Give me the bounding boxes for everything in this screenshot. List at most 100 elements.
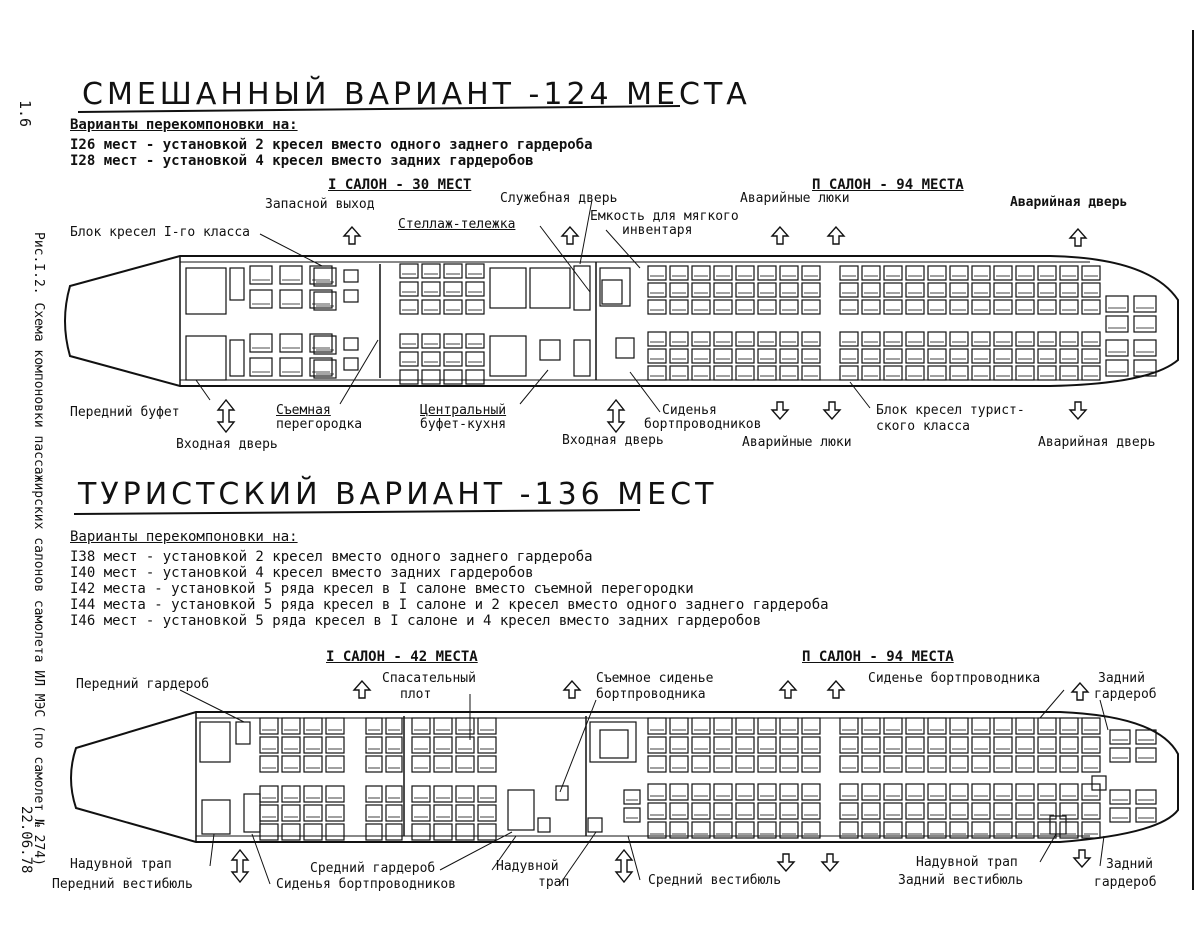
galley-box	[573, 265, 591, 311]
seat	[313, 335, 337, 355]
leader-line	[605, 229, 641, 269]
seat	[839, 717, 859, 735]
seat	[477, 804, 497, 822]
door-arrows	[216, 225, 1092, 884]
seat	[839, 802, 859, 820]
seat	[365, 804, 383, 822]
seat	[465, 369, 485, 385]
tourist-option-1: I38 мест - установкой 2 кресел вместо од…	[70, 549, 593, 565]
seat	[883, 802, 903, 820]
seat	[421, 281, 441, 297]
seat	[1015, 331, 1035, 347]
seat	[883, 265, 903, 281]
seat	[839, 755, 859, 773]
leader-line	[849, 381, 871, 409]
label-life-raft-2: плот	[400, 687, 432, 702]
label-emergency-door-bottom: Аварийная дверь	[1038, 435, 1156, 450]
seat	[757, 783, 777, 801]
seat	[713, 802, 733, 820]
seat	[669, 821, 689, 839]
label-soft-inventory-2: инвентаря	[622, 223, 693, 238]
seat	[259, 736, 279, 754]
seat	[465, 333, 485, 349]
label-removable-partition-1: Съемная	[276, 403, 331, 418]
seat	[779, 755, 799, 773]
soft-inventory-box	[599, 267, 631, 307]
seat	[927, 265, 947, 281]
seat	[669, 783, 689, 801]
seat	[259, 717, 279, 735]
seat	[949, 802, 969, 820]
seat	[779, 348, 799, 364]
seat	[1059, 783, 1079, 801]
seat	[905, 331, 925, 347]
label-front-wardrobe: Передний гардероб	[76, 677, 210, 692]
arrow-down-icon	[822, 401, 842, 421]
label-entry-door-1: Входная дверь	[176, 437, 278, 452]
galley-box	[343, 337, 359, 351]
seat	[927, 331, 947, 347]
tourist-option-5: I46 мест - установкой 5 ряда кресел в I …	[70, 613, 762, 629]
seat	[801, 299, 821, 315]
seat	[757, 348, 777, 364]
seat	[971, 282, 991, 298]
label-removable-seat-2: бортпроводника	[596, 687, 706, 702]
seat	[259, 755, 279, 773]
leader-line	[559, 831, 597, 885]
arrow-up-icon	[562, 679, 582, 699]
seat	[1135, 729, 1157, 745]
seat	[249, 357, 273, 377]
seat	[971, 802, 991, 820]
seat	[1037, 736, 1057, 754]
seat	[779, 265, 799, 281]
label-inflatable-ladder-2a: Надувной	[496, 859, 559, 874]
seat	[1081, 717, 1101, 735]
seat	[1037, 282, 1057, 298]
seat	[477, 736, 497, 754]
seat	[1081, 783, 1101, 801]
seat	[281, 785, 301, 803]
seat	[949, 783, 969, 801]
seat	[993, 299, 1013, 315]
seat	[1015, 282, 1035, 298]
seat	[313, 267, 337, 287]
seat	[713, 755, 733, 773]
seat	[1109, 807, 1131, 823]
seat	[1015, 265, 1035, 281]
leader-line	[195, 379, 211, 401]
seat	[1081, 821, 1101, 839]
seat	[691, 821, 711, 839]
seat	[647, 331, 667, 347]
seat	[905, 736, 925, 754]
seat	[1135, 789, 1157, 805]
seat	[757, 755, 777, 773]
seat	[281, 755, 301, 773]
double-arrow-icon	[606, 398, 626, 434]
seat	[861, 265, 881, 281]
seat	[883, 821, 903, 839]
leader-line	[1039, 833, 1057, 863]
seat	[1037, 348, 1057, 364]
seat	[1081, 802, 1101, 820]
seat	[1109, 729, 1131, 745]
tourist-options-header: Варианты перекомпоновки на:	[70, 529, 298, 545]
seat	[647, 348, 667, 364]
seat	[735, 365, 755, 381]
seat	[309, 265, 333, 285]
seat	[839, 265, 859, 281]
seat	[1059, 331, 1079, 347]
seat	[281, 736, 301, 754]
seat	[303, 755, 323, 773]
seat	[883, 365, 903, 381]
seat	[477, 755, 497, 773]
seat	[1015, 783, 1035, 801]
seat	[971, 717, 991, 735]
seat	[905, 802, 925, 820]
seat	[259, 785, 279, 803]
seat	[691, 331, 711, 347]
seat	[443, 263, 463, 279]
seat	[801, 331, 821, 347]
seat	[647, 299, 667, 315]
seat	[801, 783, 821, 801]
seat	[691, 265, 711, 281]
